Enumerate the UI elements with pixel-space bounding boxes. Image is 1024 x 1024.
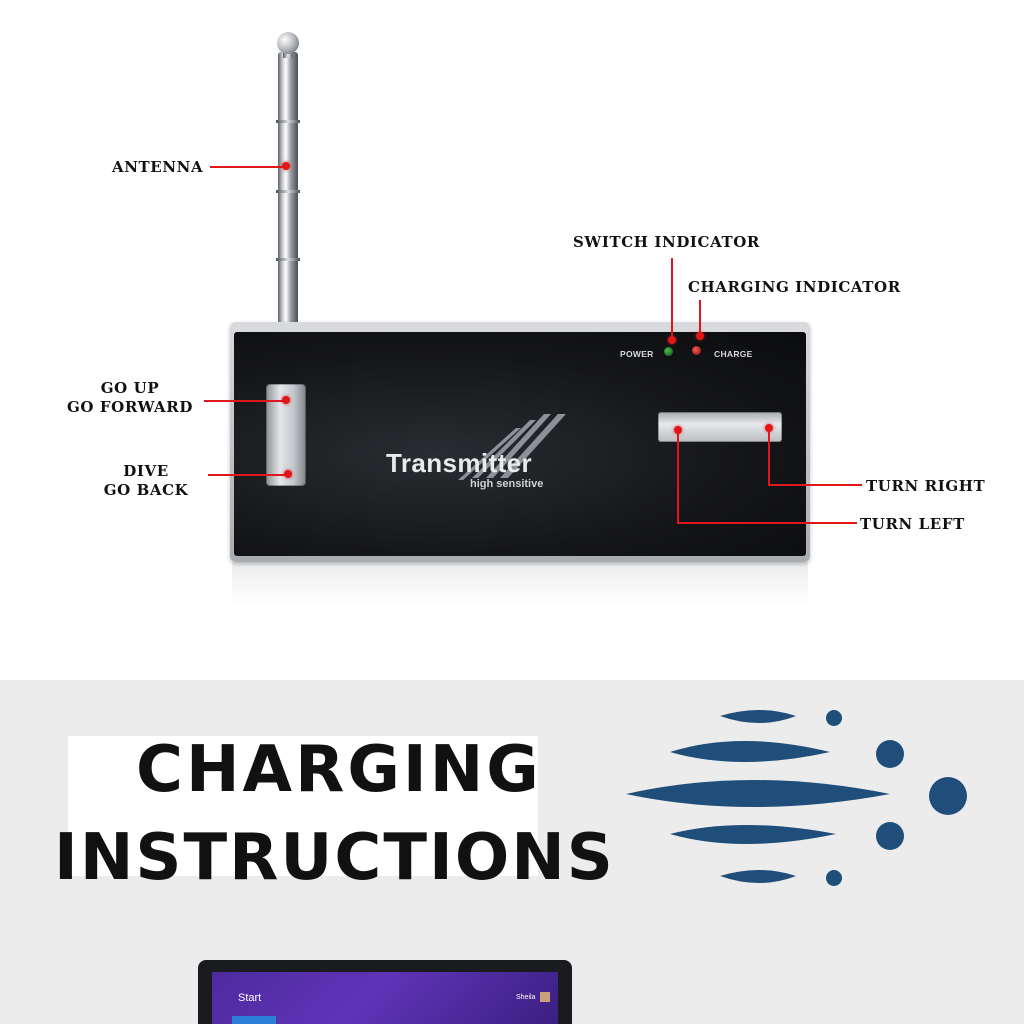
- callout-line: [768, 430, 770, 484]
- turn-right-label: TURN RIGHT: [866, 477, 986, 495]
- turn-left-label: TURN LEFT: [860, 515, 965, 533]
- callout-line: [210, 166, 284, 168]
- go-up-label: GO UP: [100, 379, 160, 397]
- callout-dot: [282, 396, 290, 404]
- power-led-label: POWER: [620, 349, 654, 359]
- power-led-icon: [664, 347, 673, 356]
- antenna-shaft: [278, 52, 298, 324]
- heading-panel: [68, 736, 538, 876]
- callout-dot: [765, 424, 773, 432]
- callout-line: [699, 300, 701, 336]
- heading-line-1: CHARGING: [136, 733, 542, 807]
- laptop-tile: [232, 1016, 276, 1024]
- callout-line: [204, 400, 284, 402]
- callout-dot: [284, 470, 292, 478]
- antenna-segment: [276, 190, 300, 193]
- laptop-screen: [212, 972, 558, 1024]
- laptop-user-name: Sheila: [516, 994, 536, 1001]
- callout-line: [677, 522, 857, 524]
- antenna-tip: [277, 32, 299, 54]
- callout-line: [768, 484, 862, 486]
- callout-dot: [674, 426, 682, 434]
- dive-label: DIVE: [123, 462, 169, 480]
- device-reflection: [232, 562, 808, 606]
- callout-dot: [668, 336, 676, 344]
- charge-led-icon: [692, 346, 701, 355]
- brand-stripes-icon: [458, 414, 566, 480]
- heading-line-2: INSTRUCTIONS: [54, 821, 615, 895]
- callout-line: [671, 258, 673, 340]
- laptop-start-label: Start: [238, 992, 262, 1004]
- laptop-avatar: [540, 992, 550, 1002]
- brand-name: Transmitter: [386, 448, 533, 478]
- callout-line: [208, 474, 286, 476]
- charging-indicator-label: CHARGING INDICATOR: [688, 278, 901, 296]
- callout-dot: [696, 332, 704, 340]
- antenna-label: ANTENNA: [112, 158, 204, 176]
- antenna-segment: [276, 120, 300, 123]
- go-back-label: GO BACK: [103, 481, 189, 499]
- switch-indicator-label: SWITCH INDICATOR: [573, 233, 760, 251]
- brand-subtitle: high sensitive: [470, 478, 544, 490]
- charge-led-label: CHARGE: [714, 349, 753, 359]
- fish-school-logo-icon: [626, 710, 967, 886]
- callout-dot: [282, 162, 290, 170]
- go-forward-label: GO FORWARD: [67, 398, 193, 416]
- antenna-segment: [276, 258, 300, 261]
- callout-line: [677, 432, 679, 522]
